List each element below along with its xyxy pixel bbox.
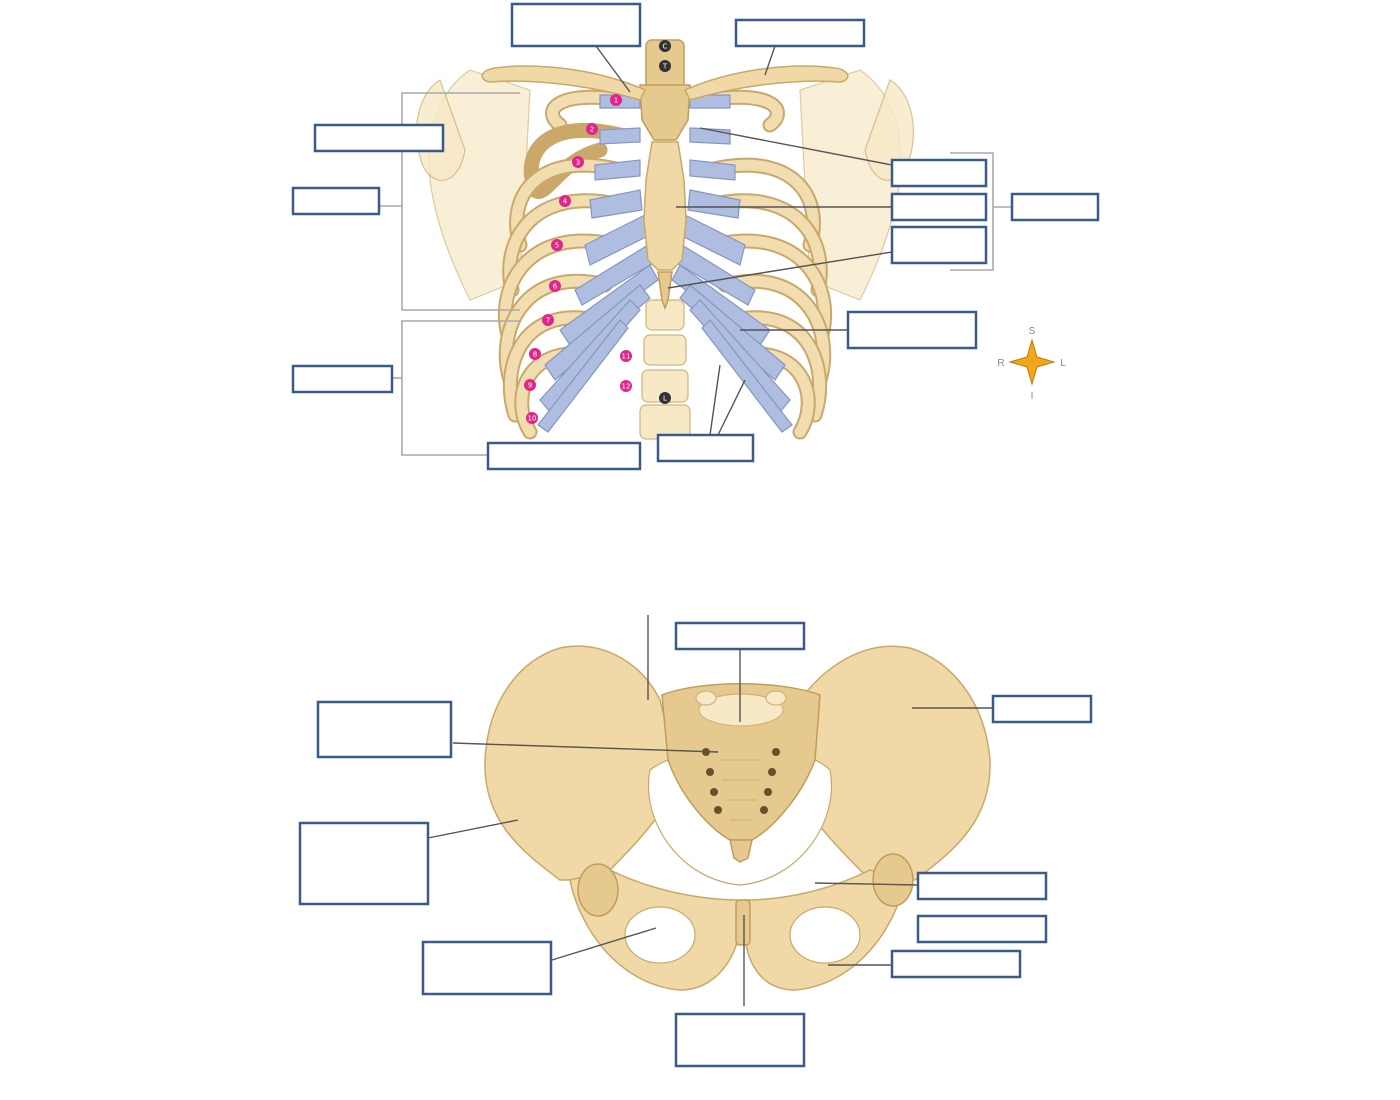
rib-marker-9: 9 xyxy=(524,379,536,391)
rib-marker-1: 1 xyxy=(610,94,622,106)
svg-text:8: 8 xyxy=(533,351,537,359)
label-box-acetabulum[interactable] xyxy=(916,871,1048,901)
label-box-ilium[interactable] xyxy=(298,821,430,906)
rib-marker-12: 12 xyxy=(620,380,632,392)
rib-marker-2: 2 xyxy=(586,123,598,135)
svg-text:L: L xyxy=(663,395,667,403)
svg-text:9: 9 xyxy=(528,382,532,390)
label-box-true-ribs[interactable] xyxy=(291,186,381,216)
svg-text:6: 6 xyxy=(553,283,558,291)
label-box-sternum[interactable] xyxy=(1010,192,1100,222)
thorax-leader-lines xyxy=(595,45,893,436)
pelvis-label-boxes xyxy=(298,621,1093,1068)
label-box-vertebra-bottom[interactable] xyxy=(656,433,755,463)
thorax-brackets xyxy=(380,92,1012,456)
manubrium xyxy=(639,84,691,141)
rib-number-markers: 1 2 3 4 5 6 7 8 9 10 11 12 xyxy=(524,94,632,424)
label-box-sternal-body[interactable] xyxy=(890,192,988,222)
svg-text:4: 4 xyxy=(563,198,568,206)
label-box-floating-ribs[interactable] xyxy=(486,441,642,471)
rib-marker-7: 7 xyxy=(542,314,554,326)
svg-text:1: 1 xyxy=(614,97,618,105)
orientation-compass: S I R L xyxy=(997,326,1066,402)
coccyx xyxy=(729,839,753,863)
right-obturator-foramen xyxy=(624,906,696,964)
xiphoid-process xyxy=(657,271,673,311)
label-box-clavicle[interactable] xyxy=(734,18,866,48)
compass-right: R xyxy=(997,358,1004,369)
rib-marker-10: 10 xyxy=(526,412,538,424)
right-clavicle xyxy=(481,65,647,101)
rib-marker-5: 5 xyxy=(551,239,563,251)
label-box-ischium[interactable] xyxy=(890,949,1022,979)
thorax-label-boxes xyxy=(291,2,1100,471)
vertebra-marker-t: T xyxy=(659,60,671,72)
pelvis-leader-lines xyxy=(427,615,993,1006)
left-ilium xyxy=(789,645,991,881)
true-ribs-bracket xyxy=(401,92,520,311)
svg-text:3: 3 xyxy=(576,159,580,167)
label-box-first-rib[interactable] xyxy=(313,123,445,153)
sternum xyxy=(639,84,691,311)
svg-text:12: 12 xyxy=(622,383,631,391)
compass-left: L xyxy=(1060,358,1066,369)
label-box-iliac-crest[interactable] xyxy=(991,694,1093,724)
clavicles xyxy=(481,65,849,101)
rib-marker-3: 3 xyxy=(572,156,584,168)
pubic-symphysis xyxy=(735,899,751,946)
svg-text:11: 11 xyxy=(622,353,631,361)
svg-text:T: T xyxy=(662,63,668,71)
svg-text:7: 7 xyxy=(546,317,550,325)
label-box-sacrum[interactable] xyxy=(316,700,453,759)
costal-cartilages xyxy=(537,94,793,433)
label-box-xiphoid[interactable] xyxy=(890,225,988,265)
sacrum xyxy=(661,683,821,841)
left-clavicle xyxy=(683,65,849,101)
rib-marker-4: 4 xyxy=(559,195,571,207)
svg-text:2: 2 xyxy=(590,126,594,134)
left-acetabulum xyxy=(872,853,914,907)
left-obturator-foramen xyxy=(789,906,861,964)
svg-text:10: 10 xyxy=(528,415,537,423)
label-box-sacral-base[interactable] xyxy=(674,621,806,651)
vertebra-marker-c: C xyxy=(659,40,671,52)
label-box-obturator-foramen[interactable] xyxy=(421,940,553,996)
vertebra-marker-l: L xyxy=(659,392,671,404)
rib-marker-11: 11 xyxy=(620,350,632,362)
compass-star-icon xyxy=(1008,338,1056,386)
svg-text:C: C xyxy=(663,43,668,51)
label-box-manubrium[interactable] xyxy=(890,158,988,188)
pelvis-illustration xyxy=(298,615,1093,1068)
sternum-bracket xyxy=(950,152,994,271)
compass-superior: S xyxy=(1029,326,1036,337)
label-box-vertebra-top[interactable] xyxy=(510,2,642,48)
vertebra-markers: C T L xyxy=(659,40,671,404)
right-ilium xyxy=(484,645,681,881)
label-box-pubis[interactable] xyxy=(916,914,1048,944)
rib-marker-8: 8 xyxy=(529,348,541,360)
compass-inferior: I xyxy=(1031,391,1034,402)
label-box-pubic-symphysis[interactable] xyxy=(674,1012,806,1068)
label-box-false-ribs[interactable] xyxy=(291,364,394,394)
sacral-foramina xyxy=(702,748,780,814)
thoracic-cage-illustration: 1 2 3 4 5 6 7 8 9 10 11 12 C T L xyxy=(291,2,1100,471)
sacral-promontory xyxy=(698,693,784,727)
rib-marker-6: 6 xyxy=(549,280,561,292)
right-acetabulum xyxy=(577,863,619,917)
label-box-costal-cartilage[interactable] xyxy=(846,310,978,350)
false-ribs-bracket xyxy=(401,320,520,456)
svg-text:5: 5 xyxy=(555,242,559,250)
sternal-body xyxy=(643,141,687,271)
